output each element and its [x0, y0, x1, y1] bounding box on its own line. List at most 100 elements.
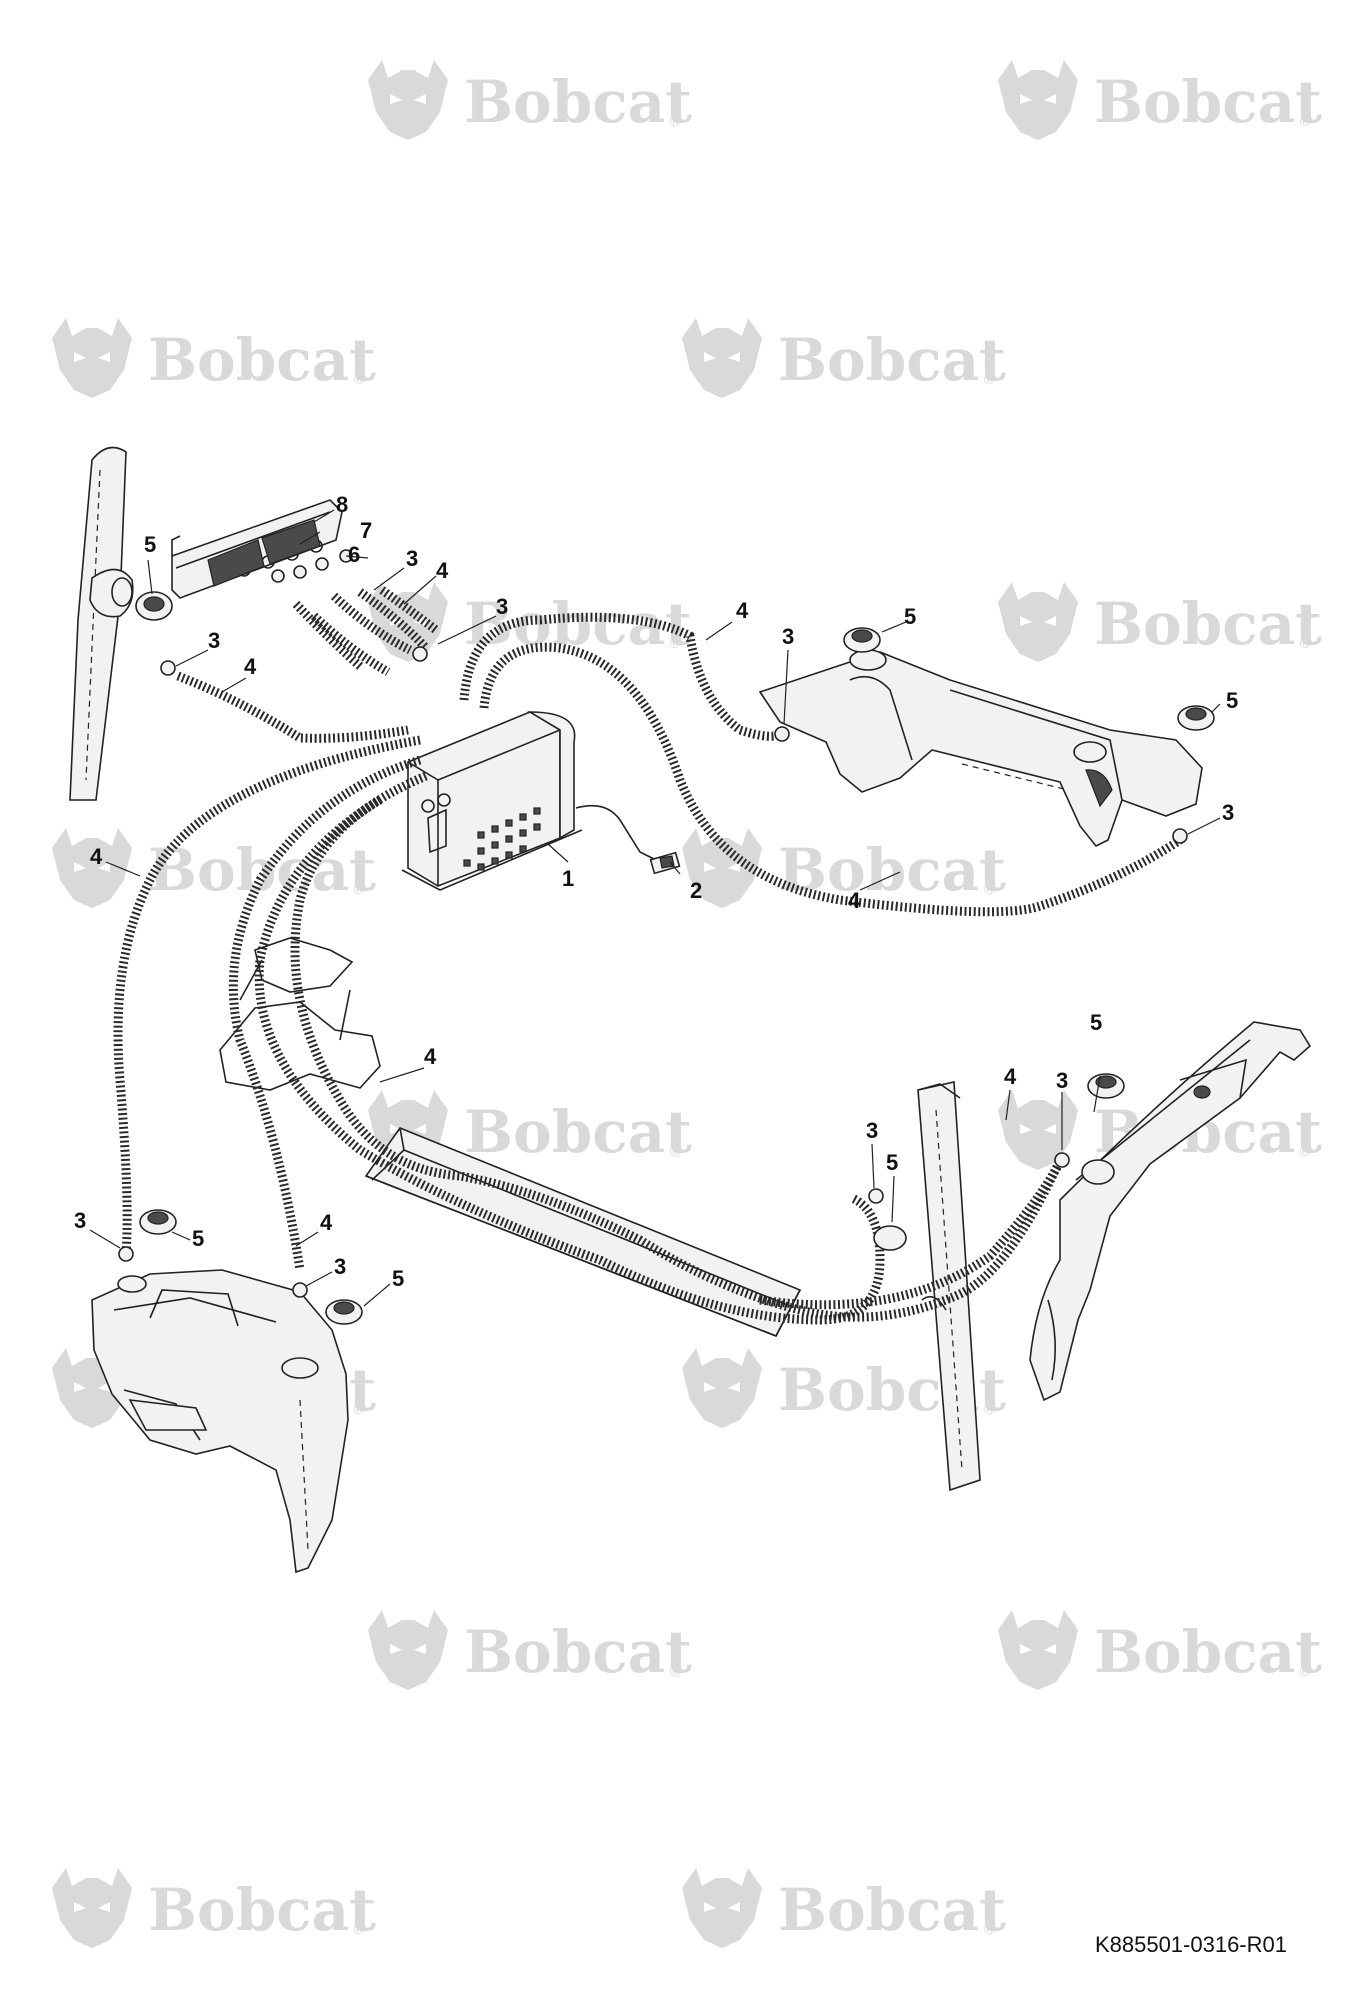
watermark-registered: ®	[1298, 114, 1312, 130]
leader-lines	[89, 509, 1221, 1307]
bobcat-logo-watermark	[998, 582, 1078, 662]
callout-7: 7	[360, 518, 372, 543]
watermark-registered: ®	[982, 1402, 996, 1418]
callout-4: 4	[736, 598, 749, 623]
watermark-registered: ®	[352, 372, 366, 388]
vent-grille	[873, 1225, 907, 1251]
clamp	[1172, 828, 1188, 844]
hose-center-down	[290, 771, 1065, 1322]
watermark-text: Bobcat	[1094, 590, 1322, 658]
watermark: Bobcat ®	[368, 60, 692, 140]
bobcat-logo-watermark	[682, 1868, 762, 1948]
watermark: Bobcat ®	[368, 1090, 692, 1170]
callout-3: 3	[1056, 1068, 1068, 1093]
manifold-hoses	[292, 586, 439, 676]
heater-unit	[401, 711, 583, 891]
callout-3: 3	[334, 1254, 346, 1279]
watermark-text: Bobcat	[778, 326, 1006, 394]
callout-8: 8	[336, 492, 348, 517]
hose-channel-run	[254, 796, 885, 1325]
callout-3: 3	[1222, 800, 1234, 825]
clamp	[271, 569, 285, 583]
clamp	[315, 557, 329, 571]
callout-5: 5	[1090, 1010, 1102, 1035]
hose-network	[113, 612, 1183, 1325]
watermark-registered: ®	[352, 1402, 366, 1418]
callout-4: 4	[436, 558, 449, 583]
watermark-registered: ®	[1298, 1664, 1312, 1680]
bobcat-logo-watermark	[368, 60, 448, 140]
clamp	[412, 646, 428, 662]
bobcat-logo-watermark	[682, 318, 762, 398]
vent-grille	[325, 1299, 363, 1325]
callout-labels: 8 7 6 5 3 4 3 3 4 4 3 5 5 3 4 2 1 4 4 4 …	[74, 492, 1238, 1291]
callout-5: 5	[392, 1266, 404, 1291]
vent-grille	[139, 1209, 177, 1235]
left-pillar	[69, 446, 134, 801]
callout-5: 5	[192, 1226, 204, 1251]
callout-3: 3	[74, 1208, 86, 1233]
bobcat-logo-watermark	[52, 1868, 132, 1948]
short-hose	[292, 600, 365, 672]
watermark-registered: ®	[668, 1664, 682, 1680]
vent-grille	[135, 591, 173, 621]
watermark-registered: ®	[1298, 636, 1312, 652]
mounting-frame	[219, 937, 381, 1091]
watermark: Bobcat ®	[998, 60, 1322, 140]
watermark-registered: ®	[982, 882, 996, 898]
clamps	[118, 549, 1188, 1298]
bobcat-logo-watermark	[682, 1348, 762, 1428]
watermark: Bobcat ®	[998, 582, 1322, 662]
short-hose	[330, 592, 413, 655]
vent-grille	[843, 627, 881, 653]
watermark-text: Bobcat	[464, 590, 692, 658]
watermark-registered: ®	[1298, 1144, 1312, 1160]
short-hose	[357, 588, 430, 652]
callout-6: 6	[348, 542, 360, 567]
left-rear-duct	[91, 1269, 349, 1574]
watermark: Bobcat ®	[682, 828, 1006, 908]
filter-bracket-assembly	[171, 499, 343, 599]
watermark-text: Bobcat	[1094, 1618, 1322, 1686]
clamp	[293, 565, 307, 579]
watermark-registered: ®	[668, 636, 682, 652]
clamp	[160, 660, 176, 676]
vent-grille	[1177, 705, 1215, 731]
watermark-text: Bobcat	[464, 1618, 692, 1686]
watermark: Bobcat ®	[52, 1868, 376, 1948]
watermark-text: Bobcat	[1094, 68, 1322, 136]
hose-front-right-1	[459, 612, 785, 741]
clamp	[292, 1282, 308, 1298]
callout-4: 4	[1004, 1064, 1017, 1089]
watermark: Bobcat ®	[682, 1868, 1006, 1948]
callout-3: 3	[496, 594, 508, 619]
bobcat-logo-watermark	[368, 1610, 448, 1690]
callout-4: 4	[244, 654, 257, 679]
watermark-registered: ®	[668, 114, 682, 130]
clamp	[118, 1246, 134, 1262]
watermark-registered: ®	[982, 372, 996, 388]
watermark-text: Bobcat	[148, 326, 376, 394]
right-rear-pillar	[917, 1081, 981, 1492]
short-hose	[310, 612, 391, 676]
callout-3: 3	[866, 1118, 878, 1143]
heater-vent-grid	[463, 807, 541, 871]
hose-left-down-1	[113, 735, 421, 1255]
callout-3: 3	[406, 546, 418, 571]
drawing-number: K885501-0316-R01	[1094, 1932, 1287, 1957]
callout-5: 5	[904, 604, 916, 629]
watermark-registered: ®	[982, 1922, 996, 1938]
callout-2: 2	[690, 878, 702, 903]
callout-4: 4	[90, 844, 103, 869]
callout-4: 4	[320, 1210, 333, 1235]
watermark-registered: ®	[352, 1922, 366, 1938]
watermark: Bobcat ®	[368, 1610, 692, 1690]
watermark-registered: ®	[352, 882, 366, 898]
bobcat-logo-watermark	[998, 1610, 1078, 1690]
bobcat-logo-watermark	[998, 60, 1078, 140]
callout-4: 4	[424, 1044, 437, 1069]
floor-duct-channel	[364, 1127, 802, 1338]
callout-3: 3	[782, 624, 794, 649]
callout-5: 5	[144, 532, 156, 557]
